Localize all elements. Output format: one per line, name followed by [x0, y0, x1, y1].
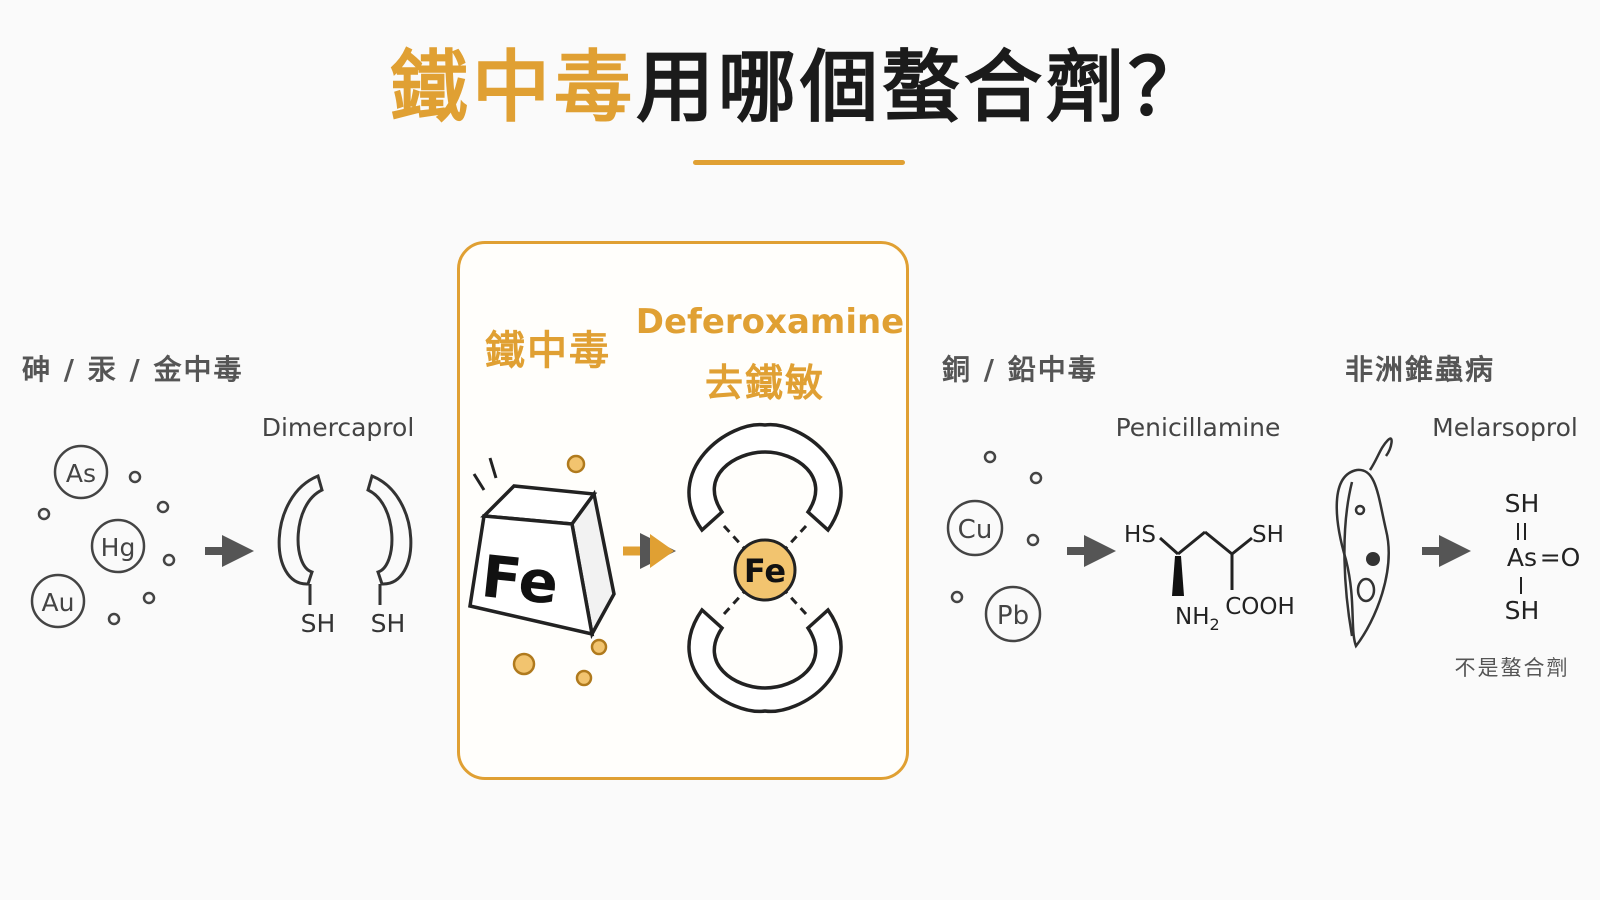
chelated-fe-label: Fe [744, 552, 786, 590]
penicillamine-cooh: COOH [1225, 594, 1295, 620]
title-highlight: 鐵中毒 [389, 43, 636, 133]
copper-lead-heading: 銅 / 鉛中毒 [942, 353, 1098, 386]
dimercaprol-structure [277, 473, 413, 605]
hg-ion-circle [90, 518, 146, 574]
dimercaprol-sh-right: SH [371, 609, 406, 638]
au-ion-circle [30, 573, 86, 629]
particle-dot [162, 553, 176, 567]
copper-lead-ions [946, 450, 1043, 643]
melarsoprol-label: Melarsoprol [1432, 413, 1578, 442]
deferoxamine-label: Deferoxamine [635, 302, 905, 342]
melarsoprol-oxo: =O [1540, 543, 1581, 572]
as-ion-label: As [66, 459, 96, 488]
page-title: 鐵中毒用哪個螯合劑？ [0, 38, 1600, 138]
iron-heading: 鐵中毒 [485, 328, 611, 374]
pb-ion-circle [984, 585, 1042, 643]
penicillamine-hs: HS [1124, 522, 1156, 548]
particle-dot [128, 470, 142, 484]
dimercaprol-sh-left: SH [301, 609, 336, 638]
trypanosome-nucleus [1366, 552, 1380, 566]
melarsoprol-as: As [1507, 543, 1537, 572]
deferoxamine-zh-label: 去鐵敏 [704, 361, 826, 405]
trypanosome-icon [1335, 437, 1393, 649]
title-rest: 用哪個螯合劑？ [636, 43, 1211, 133]
particle-dot [156, 500, 170, 514]
as-ion-circle [53, 444, 109, 500]
cu-ion-label: Cu [958, 515, 993, 545]
particle-dot [983, 450, 997, 464]
deferoxamine-cage [687, 423, 843, 714]
arrow-head-gold [650, 534, 674, 568]
penicillamine-amine: NH2 [1175, 604, 1220, 634]
particle-dot [1026, 533, 1040, 547]
penicillamine-structure [1159, 530, 1253, 590]
penicillamine-sh: SH [1252, 522, 1284, 548]
wedge-bond [1172, 556, 1184, 596]
heavy-metal-ions [30, 444, 176, 629]
cu-ion-circle [946, 499, 1004, 557]
fe-block-label: Fe [478, 542, 561, 618]
particle-dot [142, 591, 156, 605]
heavy-metals-heading: 砷 / 汞 / 金中毒 [22, 353, 244, 386]
au-ion-label: Au [42, 588, 75, 617]
iron-particles [512, 454, 608, 687]
chelated-fe-circle [733, 538, 797, 602]
penicillamine-label: Penicillamine [1115, 413, 1281, 442]
melarsoprol-bonds [1517, 523, 1526, 594]
not-chelator-note: 不是螯合劑 [1454, 656, 1570, 680]
melarsoprol-sh-top: SH [1505, 489, 1540, 518]
hg-ion-label: Hg [101, 533, 136, 562]
coordination-bonds [722, 524, 808, 616]
iron-block [468, 457, 616, 640]
particle-dot [950, 590, 964, 604]
dimercaprol-label: Dimercaprol [261, 413, 415, 442]
particle-dot [37, 507, 51, 521]
melarsoprol-sh-bottom: SH [1505, 596, 1540, 625]
pb-ion-label: Pb [997, 601, 1029, 631]
particle-dot [107, 612, 121, 626]
trypanosomiasis-heading: 非洲錐蟲病 [1344, 353, 1496, 386]
particle-dot [1029, 471, 1043, 485]
title-underline [693, 160, 905, 165]
